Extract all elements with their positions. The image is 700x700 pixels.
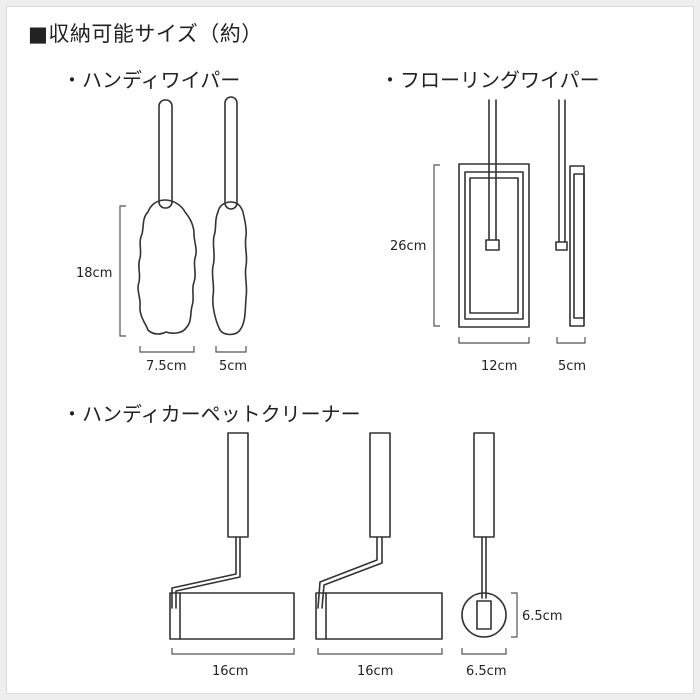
carpet2-arm-a xyxy=(317,536,378,609)
label-floor-height: 26cm xyxy=(390,239,426,254)
dim-bracket-handy-front-width xyxy=(139,346,195,353)
dim-bracket-handy-height xyxy=(119,205,126,337)
carpet2-roller xyxy=(315,592,443,640)
dim-bracket-carpet3-height xyxy=(511,592,518,638)
carpet3-roller-core xyxy=(476,600,492,630)
carpet3-handle xyxy=(473,432,495,538)
handy-wiper-side xyxy=(211,96,248,336)
carpet1-arm-a xyxy=(171,536,237,609)
flooring-wiper-front xyxy=(458,99,530,328)
handy-side-handle xyxy=(224,96,238,210)
label-carpet1-width: 16cm xyxy=(212,664,248,679)
carpet2-handle xyxy=(369,432,391,538)
label-carpet2-width: 16cm xyxy=(357,664,393,679)
floor-side-pad-inner xyxy=(573,173,585,319)
label-carpet3-height: 6.5cm xyxy=(522,609,563,624)
section-carpet-cleaner: ・ハンディカーペットクリーナー xyxy=(62,402,361,426)
handy-wiper-front xyxy=(137,99,197,335)
label-floor-front-width: 12cm xyxy=(481,359,517,374)
floor-front-pad-inner xyxy=(469,177,519,314)
handy-side-fluffy-head xyxy=(211,201,248,336)
handy-front-fluffy-head xyxy=(137,199,197,335)
floor-side-pad xyxy=(569,165,585,327)
page-title: ■収納可能サイズ（約） xyxy=(28,22,263,46)
dim-bracket-floor-side-width xyxy=(556,337,586,344)
carpet1-roller xyxy=(169,592,295,640)
floor-front-joint xyxy=(485,239,500,251)
section-flooring-wiper: ・フローリングワイパー xyxy=(380,68,600,92)
label-floor-side-width: 5cm xyxy=(558,359,586,374)
label-handy-front-width: 7.5cm xyxy=(146,359,187,374)
dim-bracket-carpet1-width xyxy=(171,648,295,655)
label-handy-side-width: 5cm xyxy=(219,359,247,374)
carpet1-arm-b xyxy=(175,536,241,609)
carpet-cleaner-3 xyxy=(461,432,507,638)
handy-front-handle xyxy=(158,99,173,209)
floor-front-pad-outer xyxy=(458,163,530,328)
dim-bracket-carpet3-width xyxy=(461,648,507,655)
carpet-cleaner-2 xyxy=(315,432,443,640)
section-handy-wiper: ・ハンディワイパー xyxy=(62,68,241,92)
dim-bracket-floor-front-width xyxy=(458,337,530,344)
dim-bracket-floor-height xyxy=(433,164,440,327)
carpet2-arm-b xyxy=(321,536,383,609)
carpet3-roller-circle xyxy=(461,592,507,638)
label-handy-height: 18cm xyxy=(76,266,112,281)
dim-bracket-carpet2-width xyxy=(317,648,443,655)
dim-bracket-handy-side-width xyxy=(215,346,247,353)
floor-side-joint xyxy=(555,241,568,251)
label-carpet3-width: 6.5cm xyxy=(466,664,507,679)
floor-front-pad-mid xyxy=(464,171,524,320)
flooring-wiper-side xyxy=(555,99,585,327)
carpet1-handle xyxy=(227,432,249,538)
carpet-cleaner-1 xyxy=(169,432,295,640)
